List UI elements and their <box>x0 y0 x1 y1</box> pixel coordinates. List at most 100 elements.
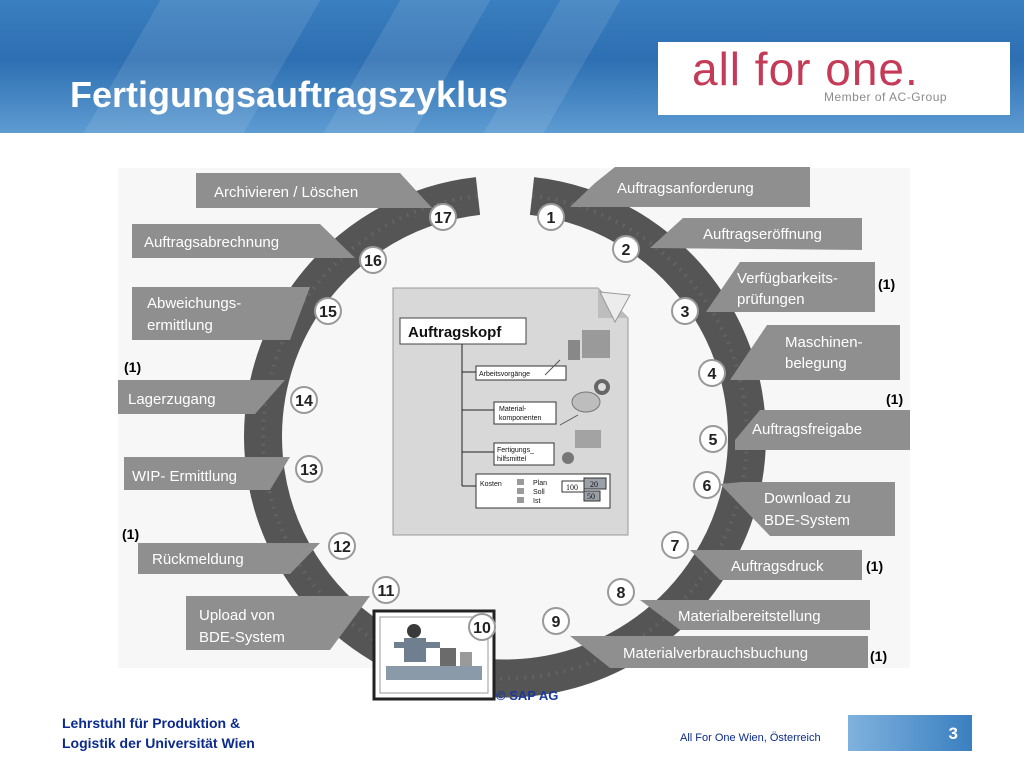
step-marker-17: 17 <box>429 203 457 231</box>
cost-row-plan: Plan <box>533 480 547 487</box>
footer-institution: Lehrstuhl für Produktion & Logistik der … <box>62 713 255 753</box>
step-number-5: 5 <box>709 432 718 449</box>
callout-box-13 <box>124 457 290 490</box>
callout-box-6 <box>720 482 895 536</box>
step-label-9: Materialverbrauchsbuchung <box>623 645 808 662</box>
item-material-2: komponenten <box>499 415 542 422</box>
callout-box-11 <box>186 596 370 650</box>
step-number-7: 7 <box>671 538 680 555</box>
step-marker-6: 6 <box>693 471 721 499</box>
step-label-6b: BDE-System <box>764 512 850 529</box>
footnote-step-12: (1) <box>122 526 140 542</box>
step-number-4: 4 <box>708 366 717 383</box>
step-number-14: 14 <box>295 393 313 410</box>
footer-line-2: Logistik der Universität Wien <box>62 735 255 751</box>
order-document: Auftragskopf Arbeitsvorgänge Material- k… <box>392 287 631 536</box>
step-label-17: Archivieren / Löschen <box>214 184 358 201</box>
footer-company: All For One Wien, Österreich <box>680 732 821 744</box>
page-number: 3 <box>948 724 958 743</box>
step-label-6a: Download zu <box>764 490 851 507</box>
footnote-step-5: (1) <box>886 391 904 407</box>
step-marker-12: 12 <box>328 532 356 560</box>
step-marker-5: 5 <box>699 425 727 453</box>
footer-line-1: Lehrstuhl für Produktion & <box>62 715 241 731</box>
step-marker-9: 9 <box>542 607 570 635</box>
step-number-17: 17 <box>434 210 452 227</box>
step-label-1: Auftragsanforderung <box>617 180 754 197</box>
callout-box-15 <box>132 287 310 340</box>
step-label-3a: Verfügbarkeits- <box>737 270 838 287</box>
step-label-16: Auftragsabrechnung <box>144 234 279 251</box>
callout-box-17 <box>196 173 432 208</box>
step-label-14: Lagerzugang <box>128 391 216 408</box>
step-marker-16: 16 <box>359 246 387 274</box>
item-material-1: Material- <box>499 406 527 413</box>
company-logo: all for one. Member of AC-Group <box>658 42 1010 115</box>
step-label-5: Auftragsfreigabe <box>752 421 862 438</box>
step-number-8: 8 <box>617 585 626 602</box>
step-label-11b: BDE-System <box>199 629 285 646</box>
footnote-step-9: (1) <box>870 648 888 664</box>
step-marker-2: 2 <box>612 235 640 263</box>
machine-icon-2 <box>582 330 610 358</box>
header-banner: Fertigungsauftragszyklus all for one. Me… <box>0 0 1024 133</box>
footnote-step-7: (1) <box>866 558 884 574</box>
cost-value-ist: 50 <box>587 492 595 501</box>
footnote-step-14: (1) <box>124 359 142 375</box>
step-label-12: Rückmeldung <box>152 551 244 568</box>
step-marker-10: 10 <box>468 613 496 641</box>
callout-box-7 <box>690 550 862 580</box>
callout-group-right <box>570 167 910 668</box>
step-marker-11: 11 <box>372 576 400 604</box>
step-marker-13: 13 <box>295 455 323 483</box>
step-marker-1: 1 <box>537 203 565 231</box>
item-kosten: Kosten <box>480 481 502 488</box>
item-fertigung-1: Fertigungs_ <box>497 447 534 454</box>
step-label-4a: Maschinen- <box>785 334 863 351</box>
step-number-3: 3 <box>681 304 690 321</box>
order-header-label: Auftragskopf <box>408 324 502 341</box>
step-marker-7: 7 <box>661 531 689 559</box>
step-number-12: 12 <box>333 539 351 556</box>
step-number-2: 2 <box>622 242 631 259</box>
callout-box-1 <box>570 167 810 207</box>
step-marker-4: 4 <box>698 359 726 387</box>
step-marker-8: 8 <box>607 578 635 606</box>
callout-box-8 <box>640 600 870 630</box>
callout-box-2 <box>650 218 862 250</box>
step-number-9: 9 <box>552 614 561 631</box>
callout-box-12 <box>138 543 320 574</box>
step-marker-3: 3 <box>671 297 699 325</box>
callout-box-3 <box>706 262 875 312</box>
cost-row-soll: Soll <box>533 489 545 496</box>
step-label-8: Materialbereitstellung <box>678 608 821 625</box>
copyright-notice: © SAP AG <box>496 688 559 703</box>
callout-box-16 <box>132 224 355 258</box>
cost-value-plan: 100 <box>566 483 578 492</box>
step-marker-14: 14 <box>290 386 318 414</box>
callout-labels: Auftragsanforderung Auftragseröffnung Ve… <box>128 180 863 662</box>
logo-subtitle: Member of AC-Group <box>824 90 948 104</box>
step-label-15a: Abweichungs- <box>147 295 241 312</box>
logo-text: all for one. <box>692 43 919 95</box>
step-marker-15: 15 <box>314 297 342 325</box>
step-number-11: 11 <box>378 583 395 600</box>
cost-value-soll: 20 <box>590 480 598 489</box>
item-arbeitsvorgaenge: Arbeitsvorgänge <box>479 371 530 378</box>
step-label-11a: Upload von <box>199 607 275 624</box>
step-number-15: 15 <box>319 304 337 321</box>
step-label-3b: prüfungen <box>737 291 805 308</box>
callout-box-5 <box>735 410 910 450</box>
slide-title: Fertigungsauftragszyklus <box>70 74 509 115</box>
cost-row-ist: Ist <box>533 498 540 505</box>
tool-icon <box>571 391 601 413</box>
step-number-10: 10 <box>473 620 491 637</box>
callout-box-4 <box>730 325 900 380</box>
step-number-16: 16 <box>364 253 382 270</box>
callout-box-9 <box>570 636 868 668</box>
step-label-7: Auftragsdruck <box>731 558 824 575</box>
step-number-6: 6 <box>703 478 712 495</box>
step-label-4b: belegung <box>785 355 847 372</box>
footnote-step-3: (1) <box>878 276 896 292</box>
